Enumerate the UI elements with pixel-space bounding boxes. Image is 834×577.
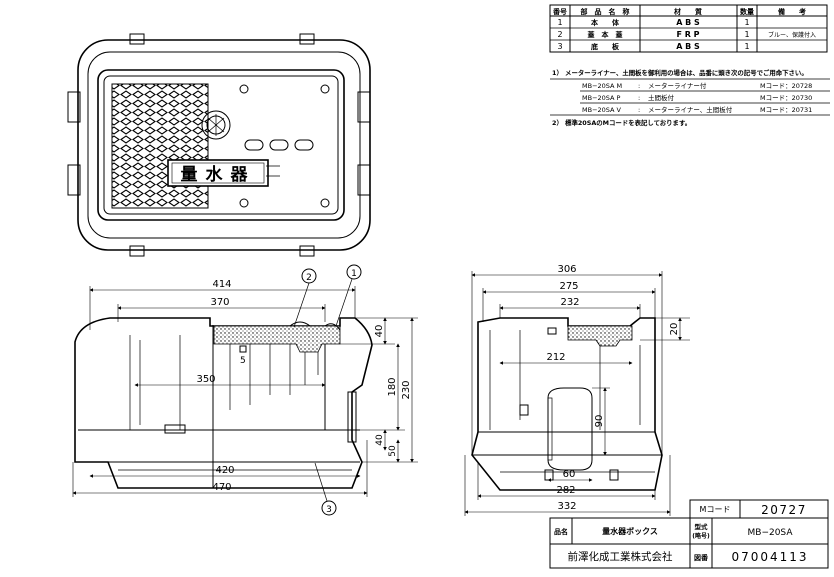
dim-420: 420 [215,465,234,476]
svg-text:メーターライナー付: メーターライナー付 [648,81,707,90]
dim-282: 282 [556,485,575,496]
svg-text:1: 1 [351,269,357,279]
svg-text:Mコード：20731: Mコード：20731 [760,106,812,114]
dim-60: 60 [563,469,576,480]
svg-text:底 板: 底 板 [591,42,620,51]
front-callouts: 2 1 3 [293,264,362,516]
side-opening [547,387,593,471]
svg-text:型式: 型式 [695,522,709,531]
front-view: 414 370 350 420 470 40 180 230 4 [72,264,418,516]
dim-50: 50 [388,445,398,457]
dim-40-bottom: 40 [375,434,385,446]
svg-text:備 考: 備 考 [778,7,806,16]
dim-414: 414 [212,279,231,290]
svg-text:Mコード：20728: Mコード：20728 [760,82,812,90]
dim-180: 180 [387,377,398,396]
dim-20: 20 [669,323,680,336]
svg-text:1: 1 [744,18,749,27]
dim-332: 332 [557,501,576,512]
company-name: 前澤化成工業株式会社 [568,550,673,563]
svg-text:番号: 番号 [552,7,567,16]
dim-40-top: 40 [374,325,385,338]
mesh-pattern [111,83,209,209]
svg-text:3: 3 [326,505,332,515]
svg-text:A B S: A B S [676,18,700,27]
parts-table: 番号 部 品 名 称 材 質 数量 備 考 1 本 体 A B S 1 2 蓋 … [549,4,828,53]
svg-text:3: 3 [557,42,562,51]
svg-text:本 体: 本 体 [590,18,620,27]
svg-text:部 品 名 称: 部 品 名 称 [581,7,630,16]
front-lid-section [213,325,341,353]
svg-text:図番: 図番 [694,553,709,562]
svg-text:土間板付: 土間板付 [648,93,675,102]
title-block: Mコード 20727 品名 量水器ボックス 型式 (略号) MB−20SA 前澤… [549,499,829,569]
dim-232: 232 [560,297,579,308]
meter-emblem [201,110,231,140]
svg-text:(略号): (略号) [692,532,710,540]
product-name: 量水器ボックス [602,526,658,536]
svg-text:Mコード：20730: Mコード：20730 [760,94,812,102]
lid-label: 量水器 [181,164,256,185]
outer-frame [77,39,371,251]
svg-text::: : [638,94,640,102]
drawing-number: 07004113 [731,550,808,564]
lid-outline [97,69,345,221]
dim-90: 90 [594,415,605,428]
side-body [471,317,663,491]
svg-text:A B S: A B S [676,42,700,51]
dim-230: 230 [401,380,412,399]
mcode-label: Mコード [700,505,731,514]
front-body [74,317,373,489]
svg-text:ブルー、保護付入: ブルー、保護付入 [768,31,816,39]
top-view: 量水器 [67,33,371,257]
dim-306: 306 [557,264,576,275]
side-dimensions: 306 275 232 212 20 90 60 282 [464,264,690,516]
svg-text:品名: 品名 [554,527,568,536]
side-lid-section [567,325,633,347]
notes: 1） メーターライナー、土間板を御利用の場合は、品番に頭き次の記号でご用命下さい… [550,68,830,127]
side-view: 306 275 232 212 20 90 60 282 [464,264,690,516]
model-code: MB−20SA [748,528,794,538]
svg-text:1: 1 [744,30,749,39]
dim-350: 350 [196,374,215,385]
svg-text:数量: 数量 [740,7,754,16]
svg-text:メーターライナー、土間板付: メーターライナー、土間板付 [648,105,733,114]
svg-text::: : [638,82,640,90]
svg-text:1: 1 [557,18,562,27]
svg-text:1: 1 [744,42,749,51]
mcode-value: 20727 [761,503,807,517]
lid-label-box [167,159,269,187]
callout-1 [346,264,362,280]
svg-text:2: 2 [557,30,562,39]
dim-370: 370 [210,297,229,308]
dim-212: 212 [546,352,565,363]
svg-text:F R P: F R P [676,30,699,39]
svg-text:2: 2 [306,273,312,283]
callout-3 [321,500,337,516]
dim-5: 5 [240,356,246,366]
note-2: 2） 標準20SAのMコードを表記しております。 [552,118,691,127]
dim-470: 470 [212,482,231,493]
svg-text:MB−20SA M: MB−20SA M [582,82,622,90]
svg-text:材 質: 材 質 [673,7,702,16]
svg-text:MB−20SA V: MB−20SA V [582,106,622,114]
svg-text:蓋 本 蓋: 蓋 本 蓋 [588,30,623,39]
dim-275: 275 [559,281,578,292]
note-1: 1） メーターライナー、土間板を御利用の場合は、品番に頭き次の記号でご用命下さい… [552,68,808,77]
svg-text:MB−20SA P: MB−20SA P [582,94,621,102]
front-dimensions: 414 370 350 420 470 40 180 230 4 [72,279,418,497]
svg-text::: : [638,106,640,114]
